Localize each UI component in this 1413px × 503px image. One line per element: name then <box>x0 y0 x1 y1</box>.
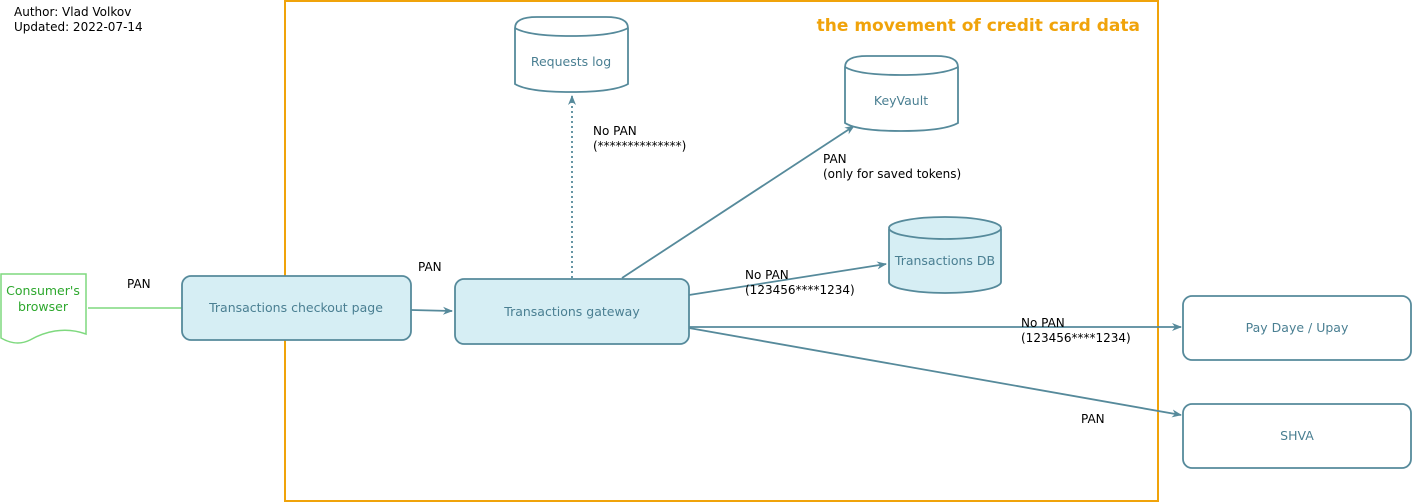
boundary-frame <box>284 0 1159 502</box>
author-label: Author: Vlad Volkov <box>14 5 132 19</box>
external-box <box>1182 403 1412 469</box>
node-label-transactions-db: Transactions DB <box>894 253 995 268</box>
node-requests-log: Requests log <box>514 16 629 93</box>
edge-label-gateway-shva: PAN <box>1081 412 1105 426</box>
node-label-payday: Pay Daye / Upay <box>1246 320 1349 335</box>
edge-label-gateway-db-2: (123456****1234) <box>745 283 855 297</box>
node-checkout-page: Transactions checkout page <box>181 275 412 341</box>
node-keyvault: KeyVault <box>844 55 959 132</box>
node-transactions-gateway: Transactions gateway <box>454 278 690 345</box>
edge-label-gateway-keyvault-1: PAN <box>823 152 847 166</box>
document-shape <box>0 273 87 344</box>
node-transactions-db: Transactions DB <box>888 216 1002 294</box>
edge-label-browser-checkout: PAN <box>127 277 151 291</box>
process-box <box>454 278 690 345</box>
external-box <box>1182 295 1412 361</box>
node-label-keyvault: KeyVault <box>874 93 928 108</box>
updated-label: Updated: 2022-07-14 <box>14 20 143 34</box>
node-label-browser-2: browser <box>18 299 69 314</box>
node-label-browser-1: Consumer's <box>6 283 80 298</box>
edge-gateway-keyvault <box>621 125 855 279</box>
edge-gateway-db <box>688 261 887 296</box>
edge-label-gateway-keyvault-2: (only for saved tokens) <box>823 167 961 181</box>
diagram-title: the movement of credit card data <box>817 16 1140 36</box>
edge-checkout-gateway <box>410 306 453 315</box>
storage-rim <box>844 66 959 76</box>
node-label-shva: SHVA <box>1280 428 1314 443</box>
storage-rim <box>514 27 629 37</box>
process-box <box>181 275 412 341</box>
edge-label-gateway-log-2: (**************) <box>593 139 686 153</box>
edge-label-gateway-payday-2: (123456****1234) <box>1021 331 1131 345</box>
edge-gateway-shva <box>688 327 1182 418</box>
node-shva: SHVA <box>1182 403 1412 469</box>
node-label-gateway: Transactions gateway <box>503 304 640 319</box>
node-label-checkout: Transactions checkout page <box>208 300 383 315</box>
node-label-requests-log: Requests log <box>531 54 611 69</box>
cylinder-body <box>888 229 1002 294</box>
node-payday-upay: Pay Daye / Upay <box>1182 295 1412 361</box>
edge-label-gateway-db-1: No PAN <box>745 268 789 282</box>
cylinder-top <box>888 216 1002 240</box>
edge-label-checkout-gateway: PAN <box>418 260 442 274</box>
edge-label-gateway-payday-1: No PAN <box>1021 316 1065 330</box>
edge-label-gateway-log-1: No PAN <box>593 124 637 138</box>
node-consumer-browser: Consumer's browser <box>0 273 87 344</box>
